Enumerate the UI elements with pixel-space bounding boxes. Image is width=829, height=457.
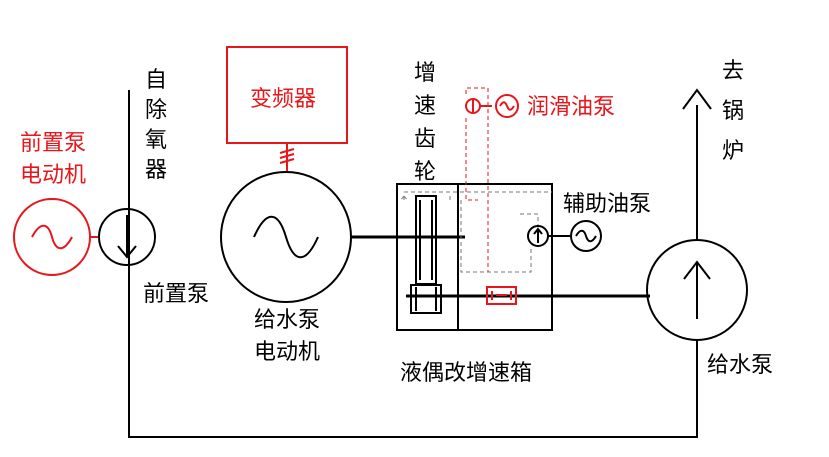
pre-pump [98, 208, 156, 266]
feed-pump [646, 239, 748, 341]
vfd-label: 变频器 [250, 87, 316, 112]
aux-oil-pump [527, 220, 602, 252]
pre-pump-label: 前置泵 [143, 282, 209, 307]
gearbox [396, 183, 553, 331]
oil-line [460, 200, 532, 273]
feed-pump-label: 给水泵 [707, 353, 773, 378]
feed-pump-motor [220, 171, 352, 303]
coupling [486, 286, 517, 305]
gearbox-label: 液偶改增速箱 [400, 361, 532, 386]
feed-pump-motor-label-text: 给水泵电动机 [254, 308, 320, 365]
boiler-arrow-icon [682, 88, 712, 110]
vfd-cable [279, 143, 295, 172]
to-boiler-label-text: 去锅炉 [722, 59, 744, 164]
deaerator-label-group-text: 自除氧器 [145, 68, 167, 183]
step-up-gear-label: 增速齿轮 [414, 61, 436, 185]
lube-oil-pump [465, 87, 519, 272]
pre-pump-motor [13, 198, 98, 276]
pre-pump-motor-label-text: 前置泵电动机 [20, 131, 86, 188]
lube-oil-pump-label: 润滑油泵 [527, 95, 615, 120]
oil-line-2 [520, 213, 539, 226]
suction-pipe [128, 90, 698, 438]
step-up-gear-label-text: 增速齿轮 [414, 61, 436, 185]
to-boiler-label: 去锅炉 [722, 59, 744, 164]
pre-pump-motor-label: 前置泵电动机 [20, 131, 86, 188]
deaerator-label-group: 自除氧器 [145, 68, 167, 183]
feed-pump-motor-label: 给水泵电动机 [254, 308, 320, 365]
aux-oil-pump-label: 辅助油泵 [563, 192, 651, 217]
